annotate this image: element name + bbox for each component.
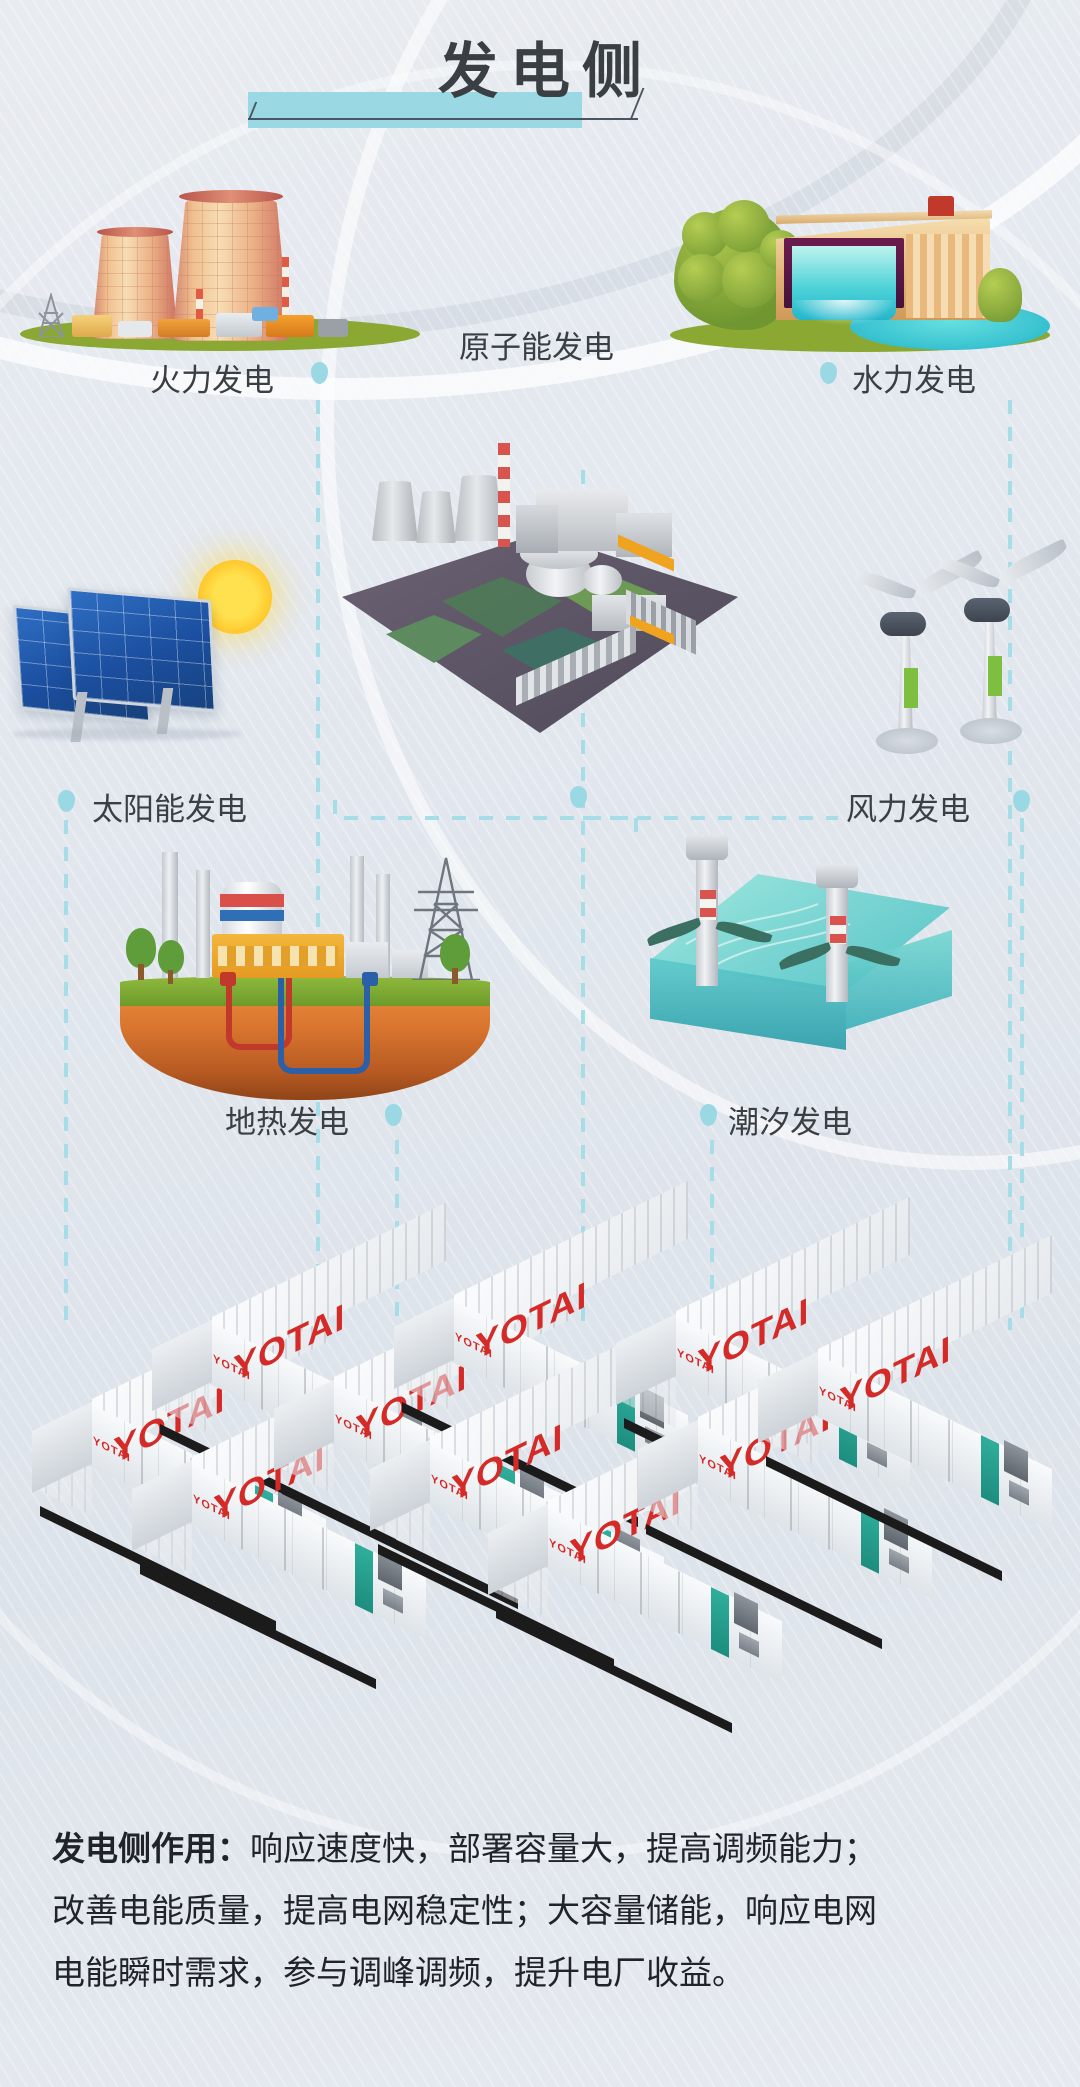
illustration-wind-turbines bbox=[840, 538, 1070, 780]
footer-line2: 改善电能质量，提高电网稳定性；大容量储能，响应电网 bbox=[52, 1892, 877, 1929]
label-solar: 太阳能发电 bbox=[92, 792, 247, 827]
dot-wind bbox=[1013, 790, 1030, 812]
page-title: 发电侧 bbox=[438, 38, 654, 105]
label-tidal: 潮汐发电 bbox=[728, 1105, 852, 1140]
dot-solar bbox=[58, 790, 75, 812]
illustration-nuclear-plant bbox=[330, 443, 750, 785]
illustration-geothermal-plant bbox=[110, 830, 510, 1100]
label-wind: 风力发电 bbox=[846, 792, 970, 827]
label-nuclear: 原子能发电 bbox=[459, 330, 614, 365]
label-geothermal: 地热发电 bbox=[225, 1105, 349, 1140]
footer-paragraph: 发电侧作用：响应速度快，部署容量大，提高调频能力； 改善电能质量，提高电网稳定性… bbox=[0, 1818, 1080, 2004]
container-door-seam bbox=[321, 1526, 324, 1590]
title-frame-line bbox=[248, 118, 638, 120]
label-thermal: 火力发电 bbox=[150, 363, 274, 398]
storage-container-group: YOTAI YOTAI YOTAI YOTAI bbox=[0, 1180, 1080, 1734]
background-swoosh bbox=[0, 60, 1080, 1860]
label-hydro: 水力发电 bbox=[852, 363, 976, 398]
illustration-tidal-plant bbox=[640, 830, 970, 1080]
dot-geothermal bbox=[385, 1104, 402, 1126]
dot-hydro bbox=[820, 362, 837, 384]
footer-line3: 电能瞬时需求，参与调峰调频，提升电厂收益。 bbox=[52, 1954, 745, 1991]
footer-line1-rest: 响应速度快，部署容量大，提高调频能力； bbox=[250, 1830, 877, 1867]
container-door-seam bbox=[947, 1418, 950, 1482]
footer: 发电侧作用：响应速度快，部署容量大，提高调频能力； 改善电能质量，提高电网稳定性… bbox=[0, 1818, 1080, 2004]
illustration-thermal-plant bbox=[20, 190, 420, 351]
container-door-seam bbox=[677, 1570, 680, 1634]
storage-container: YOTAI YOTAI bbox=[756, 1234, 1080, 1582]
page-header: 发电侧 bbox=[0, 0, 1080, 160]
footer-heading: 发电侧作用： bbox=[52, 1830, 250, 1867]
illustration-solar-panels bbox=[10, 560, 300, 760]
container-door-seam bbox=[909, 1400, 912, 1463]
illustration-hydro-dam bbox=[660, 190, 1060, 355]
dot-tidal bbox=[700, 1104, 717, 1126]
title-banner-bar bbox=[248, 92, 582, 128]
dot-thermal bbox=[311, 362, 328, 384]
container-accent-stripe bbox=[980, 1434, 999, 1506]
container-accent-stripe bbox=[710, 1586, 729, 1658]
